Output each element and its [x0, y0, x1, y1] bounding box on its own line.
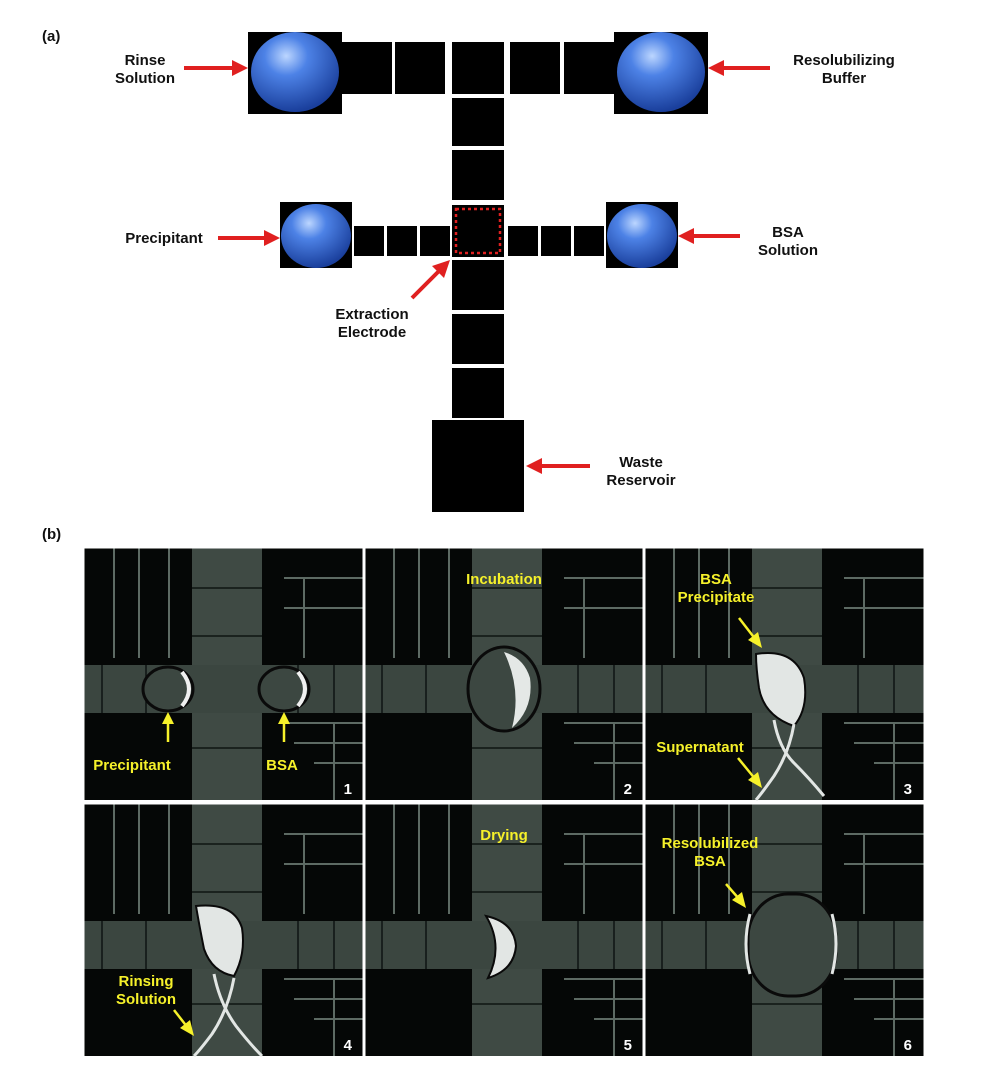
frame-3-label-bsa: BSA: [700, 571, 732, 588]
label-rinse: Rinse Solution: [115, 52, 175, 87]
electrode-col-2: [452, 150, 504, 200]
electrode-mid-3: [420, 226, 450, 256]
frame-6: Resolubilized BSA 6: [643, 803, 925, 1057]
arrow-bsa: [678, 228, 740, 244]
device-schematic: [184, 32, 770, 512]
bsa-droplet: [607, 204, 677, 268]
resol-droplet: [617, 32, 705, 112]
label-bsa-solution: BSA Solution: [758, 224, 818, 259]
electrode-mid-1: [354, 226, 384, 256]
extraction-electrode: [452, 205, 504, 257]
frame-1: Precipitant BSA 1: [83, 547, 365, 801]
electrode-top-2: [395, 42, 445, 94]
panel-a-letter: (a): [42, 28, 61, 45]
frame-2-label-incubation: Incubation: [466, 571, 542, 588]
electrode-mid-4: [508, 226, 538, 256]
frame-4-number: 4: [344, 1037, 353, 1054]
electrode-top-3: [452, 42, 504, 94]
electrode-col-3: [452, 260, 504, 310]
arrow-waste: [526, 458, 590, 474]
frame-4-label-solution: Solution: [116, 991, 176, 1008]
arrow-extraction: [410, 260, 450, 300]
frame-1-number: 1: [344, 781, 352, 798]
frame-6-label-resolubilized: Resolubilized: [662, 835, 759, 852]
frame-6-number: 6: [904, 1037, 912, 1054]
precipitant-droplet: [281, 204, 351, 268]
frame-5-label-drying: Drying: [480, 827, 528, 844]
frame-1-label-bsa: BSA: [266, 757, 298, 774]
electrode-top-4: [510, 42, 560, 94]
frame-5: Drying 5: [363, 803, 645, 1057]
frame-6-label-bsa: BSA: [694, 853, 726, 870]
frame-3: BSA Precipitate Supernatant 3: [643, 547, 925, 801]
electrode-top-1: [342, 42, 392, 94]
frame-3-label-precipitate: Precipitate: [678, 589, 755, 606]
arrow-resol: [708, 60, 770, 76]
frame-2-number: 2: [624, 781, 632, 798]
electrode-col-5: [452, 368, 504, 418]
frame-2: Incubation 2: [363, 547, 645, 801]
frame-1-label-precipitant: Precipitant: [93, 757, 171, 774]
electrode-col-1: [452, 98, 504, 146]
label-resolubilizing: Resolubilizing Buffer: [793, 52, 895, 87]
label-extraction-electrode: Extraction Electrode: [335, 306, 409, 341]
frame-4: Rinsing Solution 4: [83, 803, 365, 1058]
electrode-mid-6: [574, 226, 604, 256]
panel-b-letter: (b): [42, 526, 62, 543]
frame-5-number: 5: [624, 1037, 632, 1054]
frame-3-label-supernatant: Supernatant: [656, 739, 744, 756]
arrow-rinse: [184, 60, 248, 76]
arrow-precipitant: [218, 230, 280, 246]
frame-3-number: 3: [904, 781, 912, 798]
electrode-top-5: [564, 42, 614, 94]
rinse-droplet: [251, 32, 339, 112]
electrode-mid-5: [541, 226, 571, 256]
label-precipitant: Precipitant: [125, 230, 203, 247]
waste-reservoir: [432, 420, 524, 512]
electrode-mid-2: [387, 226, 417, 256]
label-waste-reservoir: Waste Reservoir: [606, 454, 676, 489]
electrode-col-4: [452, 314, 504, 364]
frame-4-label-rinsing: Rinsing: [119, 973, 174, 990]
